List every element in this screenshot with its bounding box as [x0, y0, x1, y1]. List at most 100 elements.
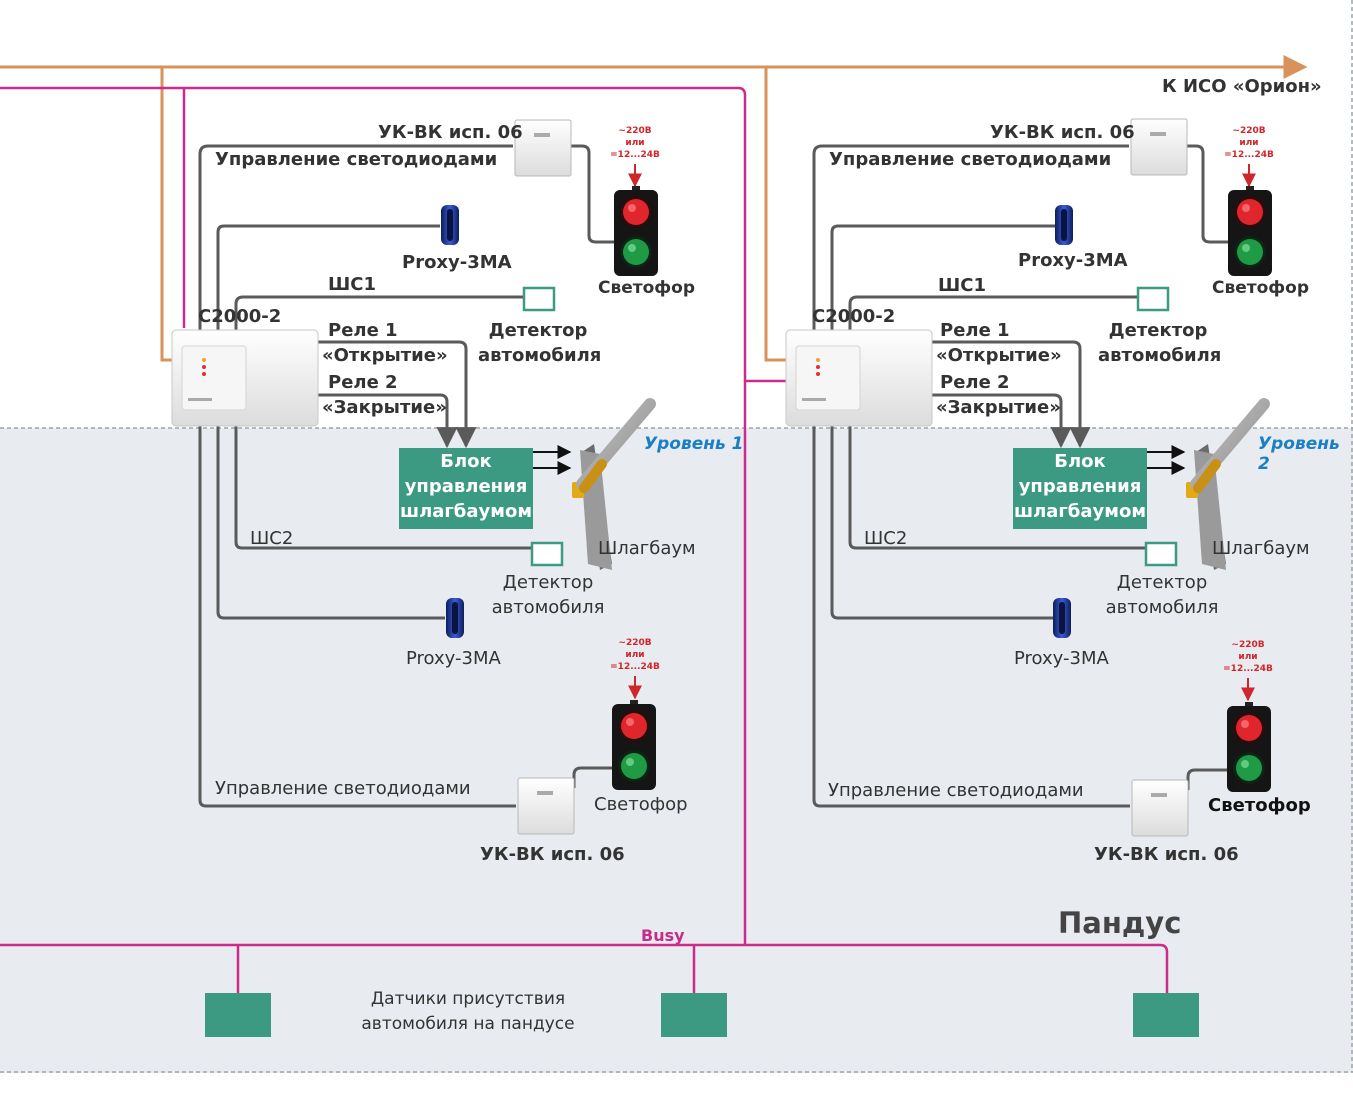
- traffic-light-bottom-label-2: Светофор: [1208, 795, 1311, 816]
- relay1-mode-1: «Открытие»: [322, 345, 448, 366]
- barrier-block-line3-2: шлагбаумом: [1013, 501, 1147, 522]
- detector-bottom-line1-2: Детектор: [1116, 572, 1208, 593]
- barrier-block-line1-2: Блок: [1054, 451, 1106, 472]
- controller-label-1: С2000-2: [198, 306, 282, 327]
- level-2-wiring: [812, 144, 1229, 808]
- detector-bottom-line2-1: автомобиля: [491, 597, 605, 618]
- level-label-2: Уровень 2: [1258, 434, 1340, 474]
- proxy-bottom-label-1: Proxy-3MA: [406, 648, 501, 669]
- power-bottom-label-2: ~220В или =12...24В: [1213, 639, 1283, 675]
- power-bottom-line1-1: ~220В: [618, 638, 652, 648]
- loop2-label-2: ШС2: [864, 528, 908, 549]
- traffic-light-icon-top-2: [1228, 186, 1272, 276]
- detector-bottom-label-2: Детектор автомобиля: [1102, 570, 1222, 620]
- power-bottom-line2-1: или: [625, 650, 645, 660]
- detector-icon-top-2: [1136, 286, 1170, 312]
- uk-box-top-1: [514, 119, 572, 177]
- ramp-sensor-icon-2: [661, 993, 727, 1037]
- power-top-line2-2: или: [1239, 138, 1259, 148]
- level-1-wiring: [198, 144, 615, 808]
- relay2-mode-1: «Закрытие»: [322, 397, 447, 418]
- barrier-control-block-1: Блок управления шлагбаумом: [399, 448, 533, 529]
- proxy-reader-icon-top-1: [441, 205, 459, 245]
- detector-bottom-line2-2: автомобиля: [1105, 597, 1219, 618]
- proxy-top-label-2: Proxy-3MA: [1018, 250, 1128, 271]
- power-top-line1-2: ~220В: [1232, 126, 1266, 136]
- proxy-reader-icon-bottom-2: [1053, 598, 1071, 638]
- uk-top-label-2: УК-ВК исп. 06: [990, 122, 1135, 143]
- loop1-label-2: ШС1: [938, 275, 986, 296]
- power-bottom-line3-1: =12...24В: [610, 662, 660, 672]
- barrier-label-2: Шлагбаум: [1212, 538, 1310, 559]
- level-2-barrier-arrows: [1147, 445, 1186, 475]
- proxy-reader-icon-bottom-1: [446, 598, 464, 638]
- traffic-light-icon-top-1: [614, 186, 658, 276]
- uk-box-bottom-2: [1131, 779, 1189, 837]
- power-top-line1-1: ~220В: [618, 126, 652, 136]
- power-top-line3-2: =12...24В: [1224, 150, 1274, 160]
- power-bottom-line3-2: =12...24В: [1223, 664, 1273, 674]
- barrier-block-line2-2: управления: [1018, 476, 1142, 497]
- uk-bottom-label-2: УК-ВК исп. 06: [1094, 844, 1239, 865]
- level-1-barrier-arrows: [533, 445, 572, 475]
- traffic-light-bottom-label-1: Светофор: [594, 794, 688, 815]
- ramp-label: Пандус: [1058, 906, 1182, 940]
- relay2-title-1: Реле 2: [328, 372, 398, 393]
- bus-label: Busy: [641, 926, 685, 945]
- controller-device-2: [785, 329, 933, 427]
- detector-bottom-label-1: Детектор автомобиля: [488, 570, 608, 620]
- traffic-light-icon-bottom-2: [1227, 702, 1271, 792]
- uk-top-label-1: УК-ВК исп. 06: [378, 122, 523, 143]
- uk-box-top-2: [1130, 118, 1188, 176]
- controller-device-1: [171, 329, 319, 427]
- relay2-title-2: Реле 2: [940, 372, 1010, 393]
- barrier-block-line3-1: шлагбаумом: [399, 501, 533, 522]
- ramp-sensors-label: Датчики присутствия автомобиля на пандус…: [338, 987, 598, 1037]
- detector-top-line1-2: Детектор: [1108, 320, 1208, 341]
- lower-zone: [0, 428, 1353, 1073]
- ramp-sensors-line1: Датчики присутствия: [370, 989, 566, 1009]
- detector-icon-bottom-1: [530, 541, 564, 567]
- level-label-1: Уровень 1: [644, 434, 744, 454]
- detector-icon-top-1: [522, 286, 556, 312]
- traffic-light-top-label-1: Светофор: [598, 278, 696, 298]
- power-top-line3-1: =12...24В: [610, 150, 660, 160]
- barrier-block-line2-1: управления: [404, 476, 528, 497]
- detector-top-line1-1: Детектор: [488, 320, 588, 341]
- uk-box-bottom-1: [517, 777, 575, 835]
- led-top-label-2: Управление светодиодами: [829, 149, 1112, 170]
- loop2-label-1: ШС2: [250, 528, 294, 549]
- orion-label: К ИСО «Орион»: [1162, 76, 1322, 97]
- power-top-line2-1: или: [625, 138, 645, 148]
- proxy-reader-icon-top-2: [1055, 205, 1073, 245]
- led-bottom-label-2: Управление светодиодами: [828, 780, 1084, 801]
- proxy-top-label-1: Proxy-3MA: [402, 252, 512, 273]
- power-bottom-label-1: ~220В или =12...24В: [600, 637, 670, 673]
- detector-top-label-2: Детектор автомобиля: [1098, 318, 1222, 368]
- power-bottom-line1-2: ~220В: [1231, 640, 1265, 650]
- proxy-bottom-label-2: Proxy-3MA: [1014, 648, 1109, 669]
- relay1-title-1: Реле 1: [328, 320, 398, 341]
- power-top-label-2: ~220В или =12...24В: [1214, 125, 1284, 161]
- detector-top-line2-1: автомобиля: [478, 345, 602, 366]
- power-top-label-1: ~220В или =12...24В: [600, 125, 670, 161]
- traffic-light-icon-bottom-1: [612, 700, 656, 790]
- barrier-block-line1-1: Блок: [440, 451, 492, 472]
- led-bottom-label-1: Управление светодиодами: [215, 778, 471, 799]
- detector-icon-bottom-2: [1144, 541, 1178, 567]
- led-top-label-1: Управление светодиодами: [215, 149, 498, 170]
- controller-label-2: С2000-2: [812, 306, 896, 327]
- relay2-mode-2: «Закрытие»: [936, 397, 1061, 418]
- power-bottom-line2-2: или: [1238, 652, 1258, 662]
- detector-top-line2-2: автомобиля: [1098, 345, 1222, 366]
- relay1-mode-2: «Открытие»: [936, 345, 1062, 366]
- ramp-sensor-icon-3: [1133, 993, 1199, 1037]
- detector-top-label-1: Детектор автомобиля: [478, 318, 602, 368]
- traffic-light-top-label-2: Светофор: [1212, 278, 1310, 298]
- detector-bottom-line1-1: Детектор: [502, 572, 594, 593]
- loop1-label-1: ШС1: [328, 274, 376, 295]
- orion-bus: [0, 55, 1308, 362]
- relay1-title-2: Реле 1: [940, 320, 1010, 341]
- barrier-label-1: Шлагбаум: [598, 538, 696, 559]
